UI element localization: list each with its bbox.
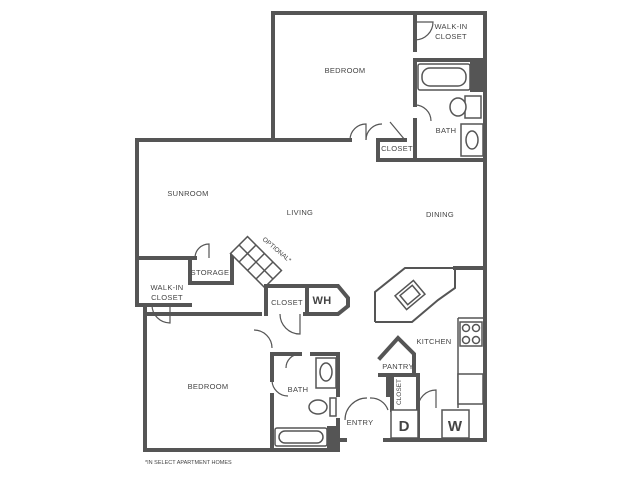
door-arc	[253, 329, 273, 349]
toilet-tank	[329, 397, 337, 417]
room-label-closet: CLOSET	[396, 379, 403, 405]
washer	[441, 409, 470, 439]
door-arc	[349, 123, 367, 141]
washer-label: W	[448, 418, 463, 435]
door-arc	[271, 379, 289, 397]
island-sink	[393, 279, 427, 311]
dryer-label: D	[399, 418, 410, 435]
room-label-bath: BATH	[288, 385, 309, 394]
room-label-closet: CLOSET	[381, 144, 413, 153]
room-label-bedroom: BEDROOM	[325, 66, 366, 75]
room-label-closet: CLOSET	[271, 298, 303, 307]
sink-basin	[465, 130, 479, 150]
room-label-sunroom: SUNROOM	[167, 189, 208, 198]
door-arc	[414, 21, 434, 41]
door-arc	[344, 397, 368, 421]
center-closet-walls	[264, 284, 350, 316]
room-label-walkin-closet: WALK-IN	[434, 22, 467, 31]
room-label-bath: BATH	[436, 126, 457, 135]
main-walls	[135, 138, 487, 442]
bathtub-basin	[421, 67, 467, 87]
toilet	[449, 97, 467, 117]
door-arc	[414, 104, 432, 122]
door-arc	[151, 304, 171, 324]
optional-fireplace	[229, 235, 283, 289]
footnote: *IN SELECT APARTMENT HOMES	[145, 460, 232, 466]
sink-basin	[319, 362, 333, 382]
range	[459, 321, 483, 347]
bathtub-basin	[278, 430, 324, 444]
room-label-kitchen: KITCHEN	[416, 337, 451, 346]
door-arc	[279, 313, 301, 335]
room-label-living: LIVING	[287, 208, 313, 217]
room-label-entry: ENTRY	[347, 418, 374, 427]
door-arc	[194, 243, 210, 259]
toilet	[308, 399, 328, 415]
door-arc	[369, 397, 389, 411]
room-label-walkin-closet: WALK-IN	[150, 283, 183, 292]
door-arc	[365, 123, 383, 141]
door-arc	[389, 121, 406, 141]
refrigerator	[457, 373, 484, 405]
top-bedroom-walls	[135, 11, 487, 162]
room-label-pantry: PANTRY	[382, 362, 414, 371]
water-heater-label: WH	[313, 295, 332, 307]
room-label-bedroom: BEDROOM	[188, 382, 229, 391]
door-arc	[417, 389, 437, 409]
door-arc	[285, 353, 301, 369]
dryer	[390, 409, 419, 439]
room-label-walkin-closet: CLOSET	[151, 293, 183, 302]
room-label-walkin-closet: CLOSET	[435, 32, 467, 41]
room-label-storage: STORAGE	[191, 268, 230, 277]
tub-wall	[327, 426, 338, 448]
toilet-tank	[464, 95, 482, 119]
tub-wall	[470, 62, 483, 92]
room-label-dining: DINING	[426, 210, 454, 219]
